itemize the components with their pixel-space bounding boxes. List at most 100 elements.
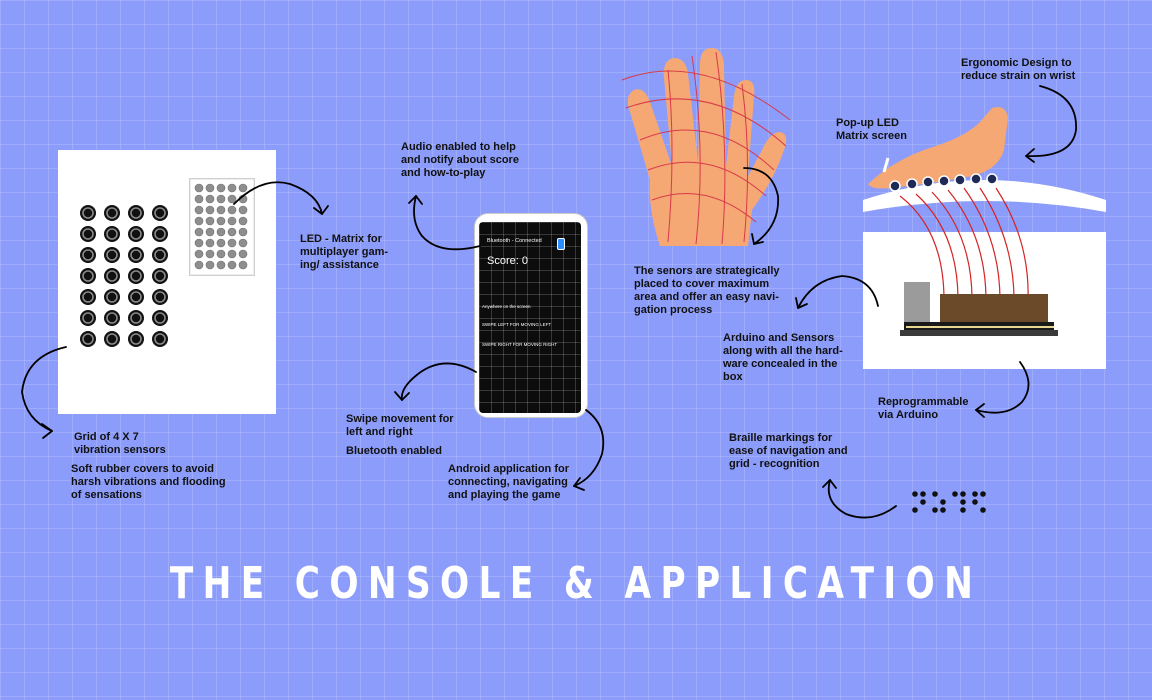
vibration-sensor xyxy=(104,226,120,242)
braille-dot xyxy=(960,499,966,505)
vibration-sensor xyxy=(152,226,168,242)
phone-instruction-2: SWIPE LEFT FOR MOVING LEFT xyxy=(482,322,552,327)
vibration-sensor xyxy=(104,268,120,284)
popup-led-strip xyxy=(889,173,998,192)
vibration-sensor xyxy=(128,247,144,263)
phone-notch xyxy=(510,216,550,222)
led-dot xyxy=(216,194,226,204)
hand-illustration xyxy=(621,48,791,246)
led-dot xyxy=(205,238,215,248)
phone-screen[interactable]: Bluetooth - Connected Score: 0 Anywhere … xyxy=(479,222,581,413)
led-dot xyxy=(194,249,204,259)
ergonomic-note: Ergonomic Design to reduce strain on wri… xyxy=(961,57,1076,82)
led-matrix-grid xyxy=(194,183,248,270)
vibration-sensor xyxy=(128,289,144,305)
braille-dot xyxy=(980,491,986,497)
vibration-sensor xyxy=(104,331,120,347)
vibration-sensor xyxy=(128,205,144,221)
led-dot xyxy=(216,260,226,270)
braille-dot xyxy=(932,491,938,497)
arduino-board xyxy=(900,282,1058,336)
led-dot xyxy=(216,205,226,215)
led-dot xyxy=(227,205,237,215)
rubber-covers-note: Soft rubber covers to avoid harsh vibrat… xyxy=(71,463,226,501)
vibration-sensor xyxy=(80,247,96,263)
led-dot xyxy=(194,227,204,237)
grid-sensors-note: Grid of 4 X 7 vibration sensors xyxy=(74,431,166,456)
vibration-sensor xyxy=(80,205,96,221)
phone-instruction-3: SWIPE RIGHT FOR MOVING RIGHT xyxy=(482,342,558,347)
popup-led-note: Pop-up LED Matrix screen xyxy=(836,117,907,142)
vibration-sensor xyxy=(152,289,168,305)
led-dot xyxy=(205,227,215,237)
led-dot xyxy=(227,260,237,270)
braille-dot xyxy=(920,491,926,497)
vibration-sensor xyxy=(80,289,96,305)
led-dot xyxy=(238,249,248,259)
swipe-note: Swipe movement for left and right xyxy=(346,413,454,438)
led-dot xyxy=(227,227,237,237)
led-dot xyxy=(194,194,204,204)
vibration-sensor xyxy=(80,310,96,326)
led-dot xyxy=(205,249,215,259)
vibration-sensor xyxy=(152,310,168,326)
vibration-sensor xyxy=(152,247,168,263)
vibration-sensor xyxy=(80,226,96,242)
vibration-sensor xyxy=(128,226,144,242)
sensor-grid xyxy=(80,205,168,347)
braille-dot xyxy=(960,507,966,513)
led-dot xyxy=(205,260,215,270)
vibration-sensor xyxy=(152,268,168,284)
led-dot xyxy=(227,183,237,193)
braille-dot xyxy=(912,507,918,513)
vibration-sensor xyxy=(104,205,120,221)
led-dot xyxy=(238,260,248,270)
phone-status: Bluetooth - Connected xyxy=(487,238,542,244)
led-dot xyxy=(216,227,226,237)
braille-dot xyxy=(952,491,958,497)
phone-instruction-1: Anywhere on the screen xyxy=(482,304,531,309)
vibration-sensor xyxy=(128,268,144,284)
braille-dot xyxy=(960,491,966,497)
braille-dot xyxy=(932,507,938,513)
led-dot xyxy=(194,183,204,193)
led-dot xyxy=(227,249,237,259)
braille-dot xyxy=(980,507,986,513)
resting-hand-illustration xyxy=(868,107,1008,189)
vibration-sensor xyxy=(128,331,144,347)
led-dot xyxy=(205,216,215,226)
led-dot xyxy=(205,194,215,204)
page-title: THE CONSOLE & APPLICATION xyxy=(169,558,983,609)
sensor-wires xyxy=(899,187,1029,301)
arduino-hardware-note: Arduino and Sensors along with all the h… xyxy=(723,332,843,383)
led-dot xyxy=(194,216,204,226)
braille-dot xyxy=(972,491,978,497)
led-dot xyxy=(205,183,215,193)
reprogrammable-note: Reprogrammable via Arduino xyxy=(878,396,969,421)
bluetooth-note: Bluetooth enabled xyxy=(346,445,442,457)
braille-dot xyxy=(972,499,978,505)
phone-score: Score: 0 xyxy=(487,255,528,267)
led-dot xyxy=(205,205,215,215)
led-dot xyxy=(227,238,237,248)
vibration-sensor xyxy=(104,310,120,326)
led-dot xyxy=(216,183,226,193)
vibration-sensor xyxy=(128,310,144,326)
braille-dot xyxy=(912,491,918,497)
led-dot xyxy=(238,238,248,248)
sensor-placement-note: The senors are strategically placed to c… xyxy=(634,265,780,316)
android-app-note: Android application for connecting, navi… xyxy=(448,463,569,501)
led-matrix-note: LED - Matrix for multiplayer gam- ing/ a… xyxy=(300,233,389,271)
vibration-sensor xyxy=(152,331,168,347)
led-dot xyxy=(227,194,237,204)
braille-dots-icon xyxy=(912,491,986,513)
audio-note: Audio enabled to help and notify about s… xyxy=(401,141,519,179)
led-dot xyxy=(194,238,204,248)
vibration-sensor xyxy=(80,268,96,284)
braille-dot xyxy=(940,499,946,505)
led-dot xyxy=(194,205,204,215)
led-dot xyxy=(216,249,226,259)
vibration-sensor xyxy=(104,247,120,263)
braille-note: Braille markings for ease of navigation … xyxy=(729,432,848,470)
